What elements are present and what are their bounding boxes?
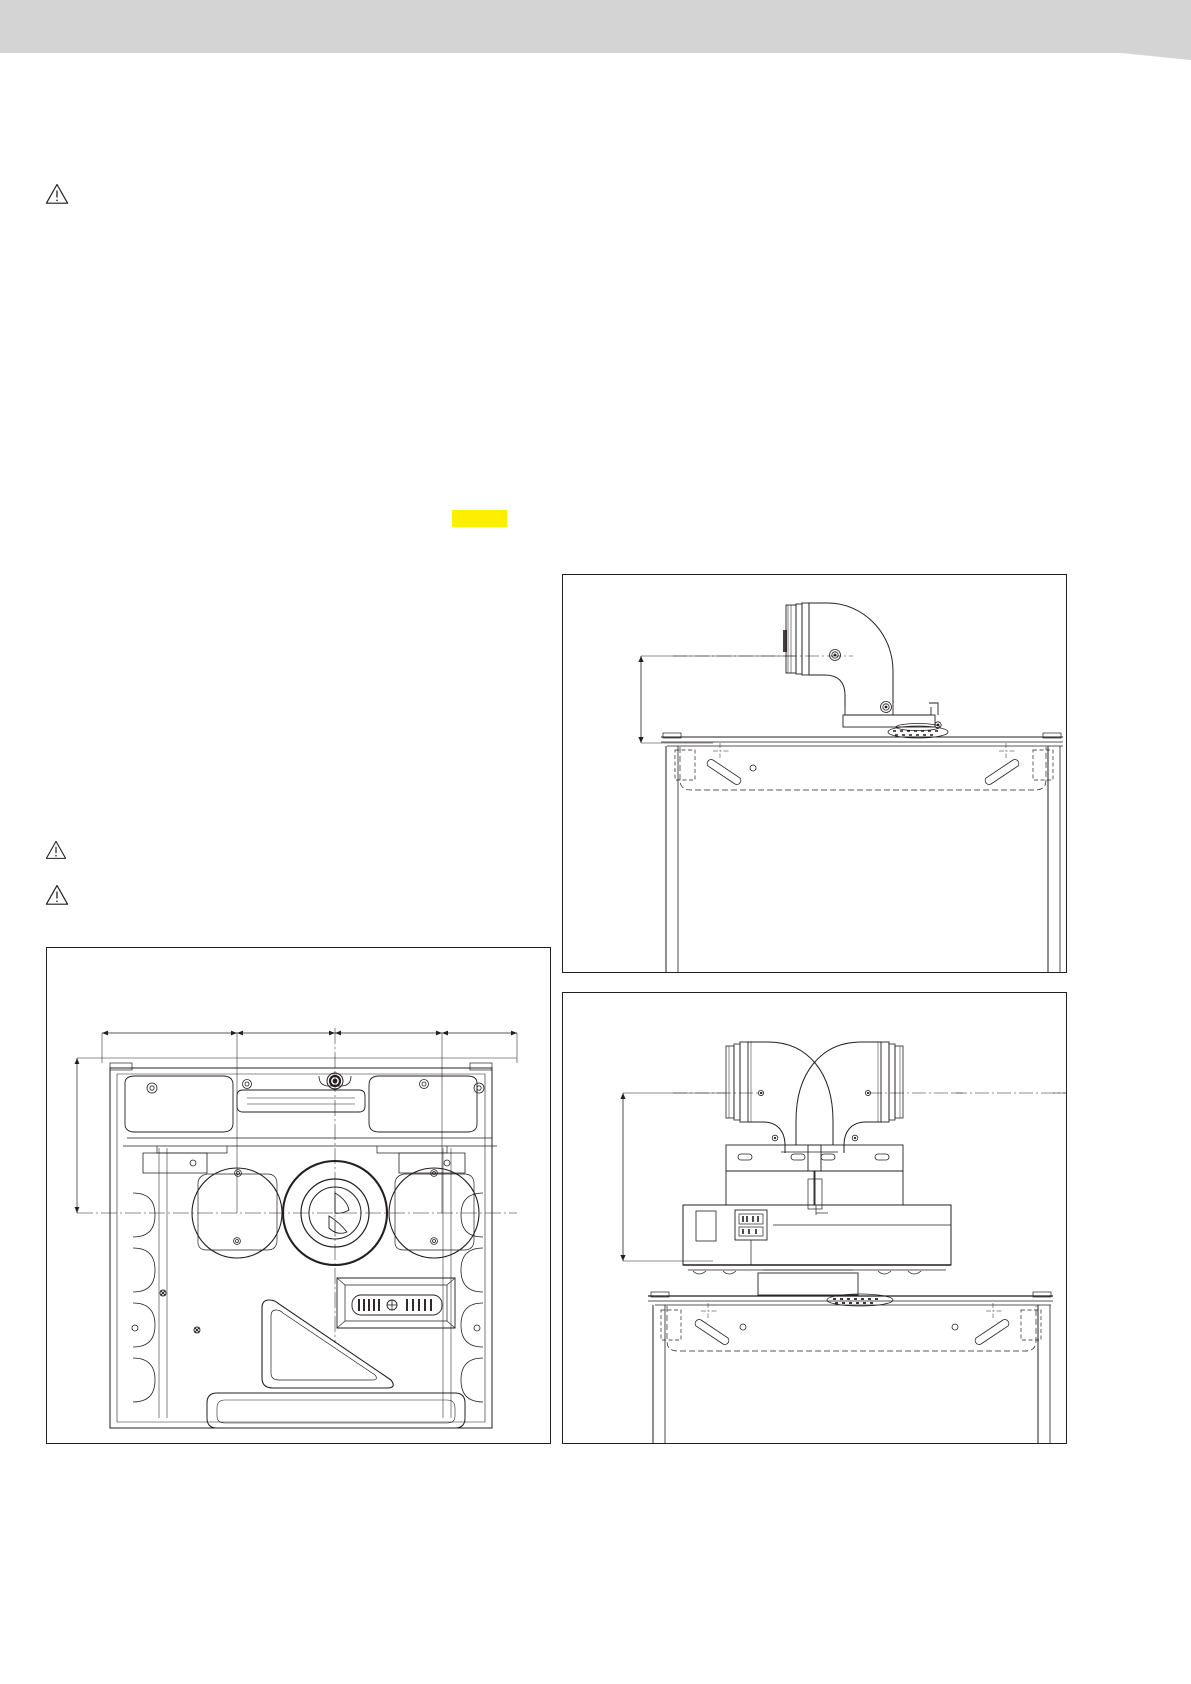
boiler-casing-outline <box>109 1062 493 1429</box>
internal-components <box>131 1148 484 1418</box>
dimension-lines-vertical <box>74 1057 517 1214</box>
seal-gasket <box>826 1293 894 1307</box>
boiler-body <box>652 1305 1051 1443</box>
figure-twin-flue-adapter <box>562 992 1067 1444</box>
screw-fixing <box>829 649 942 729</box>
warning-triangle-icon <box>45 840 67 860</box>
connecting-spigot <box>692 1269 922 1296</box>
centre-circular-flue-opening <box>281 1159 389 1267</box>
data-label-plate <box>336 1277 456 1329</box>
boiler-top-panel <box>648 1291 1053 1306</box>
right-circular-opening <box>388 1167 480 1259</box>
screw-fixing <box>146 1079 485 1334</box>
adapter-flange <box>725 1134 904 1172</box>
lower-strap <box>206 1392 466 1429</box>
left-flue-collar <box>725 1041 752 1123</box>
warning-triangle-icon <box>45 183 69 205</box>
flue-elbow-90 <box>808 602 939 728</box>
left-flue-elbow-90 <box>673 1041 838 1153</box>
figure-boiler-top-view <box>46 947 551 1444</box>
twin-pipe-adapter-body <box>682 1170 952 1271</box>
dimension-arrow-vertical <box>638 655 795 744</box>
yellow-highlight-block <box>452 510 507 527</box>
triangular-bracket <box>261 1299 394 1389</box>
boiler-top-panel <box>661 732 1063 747</box>
seal-gasket <box>887 723 949 739</box>
warning-triangle-icon <box>45 884 69 906</box>
adapter-label-plate <box>734 1209 768 1265</box>
right-flue-collar <box>877 1041 904 1123</box>
flue-collar <box>783 602 810 676</box>
top-banner-wedge <box>0 0 1191 62</box>
figure-single-flue-elbow <box>562 574 1067 973</box>
mounting-bracket <box>674 743 1054 785</box>
right-flue-elbow-90 <box>795 1041 963 1153</box>
boiler-body <box>665 746 1061 972</box>
mounting-bracket <box>660 1303 1042 1345</box>
top-cover-panel <box>124 1072 478 1133</box>
dimension-arrow-vertical <box>620 1092 1066 1262</box>
